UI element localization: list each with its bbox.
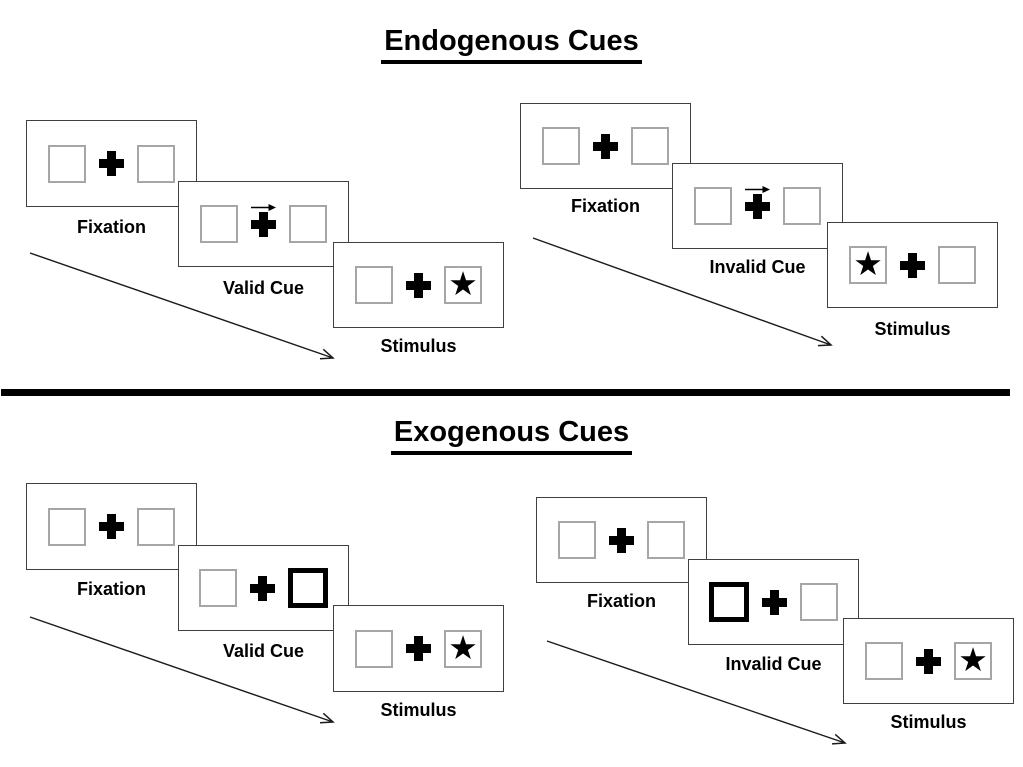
fixation-cross-icon bbox=[99, 514, 124, 539]
right-box bbox=[647, 521, 685, 559]
stimulus-label: Stimulus bbox=[380, 700, 457, 720]
invalid-cue-panel bbox=[688, 559, 859, 645]
fixation-cross-icon bbox=[406, 272, 431, 298]
stimulus-label: Stimulus bbox=[890, 712, 967, 732]
stimulus-panel: ★ bbox=[333, 242, 504, 328]
right-box bbox=[631, 127, 669, 165]
valid-cue-label: Valid Cue bbox=[222, 278, 305, 298]
left-box bbox=[199, 569, 237, 607]
fixation-panel bbox=[26, 120, 197, 207]
section-title-endogenous: Endogenous Cues bbox=[0, 25, 1023, 64]
left-box bbox=[200, 205, 238, 243]
fixation-label: Fixation bbox=[76, 217, 146, 237]
cue-arrow-right-icon bbox=[250, 203, 276, 211]
left-box: ★ bbox=[849, 246, 887, 284]
target-star-icon: ★ bbox=[853, 244, 883, 283]
valid-cue-panel bbox=[178, 181, 349, 267]
time-arrow bbox=[532, 237, 833, 347]
section-title-text: Exogenous Cues bbox=[390, 416, 633, 455]
stimulus-label: Stimulus bbox=[380, 336, 457, 356]
right-box bbox=[938, 246, 976, 284]
left-box bbox=[694, 187, 732, 225]
fixation-cross-icon bbox=[250, 203, 276, 237]
fixation-cross-icon bbox=[593, 133, 618, 159]
target-star-icon: ★ bbox=[448, 264, 478, 303]
left-box bbox=[48, 144, 86, 183]
right-box: ★ bbox=[444, 627, 482, 668]
left-box bbox=[558, 521, 596, 559]
invalid-cue-panel bbox=[672, 163, 843, 249]
right-box bbox=[783, 187, 821, 225]
left-box bbox=[355, 266, 393, 304]
time-arrow bbox=[29, 252, 335, 360]
fixation-panel bbox=[520, 103, 691, 189]
fixation-label: Fixation bbox=[570, 196, 640, 216]
target-star-icon: ★ bbox=[958, 640, 988, 679]
right-box: ★ bbox=[444, 266, 482, 304]
stimulus-panel: ★ bbox=[333, 605, 504, 692]
valid-cue-label: Valid Cue bbox=[222, 641, 305, 661]
brightened-left-box bbox=[709, 582, 749, 622]
fixation-cross-icon bbox=[99, 151, 124, 176]
fixation-cross-icon bbox=[406, 636, 431, 661]
fixation-cross-icon bbox=[762, 589, 787, 615]
fixation-panel bbox=[536, 497, 707, 583]
right-box: ★ bbox=[954, 642, 992, 680]
cue-arrow-right-icon bbox=[744, 185, 770, 193]
time-arrow bbox=[29, 616, 335, 724]
fixation-cross-icon bbox=[609, 527, 634, 553]
right-box bbox=[800, 583, 838, 621]
right-box bbox=[137, 507, 175, 546]
section-title-text: Endogenous Cues bbox=[381, 25, 642, 64]
right-box bbox=[137, 144, 175, 183]
brightened-right-box bbox=[288, 568, 328, 608]
stimulus-panel: ★ bbox=[843, 618, 1014, 704]
stimulus-label: Stimulus bbox=[874, 319, 951, 339]
invalid-cue-label: Invalid Cue bbox=[725, 654, 822, 674]
stimulus-panel: ★ bbox=[827, 222, 998, 308]
fixation-cross-icon bbox=[916, 648, 941, 674]
left-box bbox=[542, 127, 580, 165]
left-box bbox=[48, 507, 86, 546]
section-divider bbox=[1, 389, 1010, 396]
fixation-panel bbox=[26, 483, 197, 570]
time-arrow bbox=[546, 640, 847, 745]
left-box bbox=[355, 629, 393, 668]
fixation-cross-icon bbox=[250, 575, 275, 601]
fixation-label: Fixation bbox=[586, 591, 656, 611]
valid-cue-panel bbox=[178, 545, 349, 631]
target-star-icon: ★ bbox=[448, 627, 478, 667]
fixation-label: Fixation bbox=[76, 579, 146, 599]
right-box bbox=[289, 205, 327, 243]
section-title-exogenous: Exogenous Cues bbox=[0, 416, 1023, 455]
fixation-cross-icon bbox=[744, 185, 770, 219]
left-box bbox=[865, 642, 903, 680]
fixation-cross-icon bbox=[900, 252, 925, 278]
invalid-cue-label: Invalid Cue bbox=[709, 257, 806, 277]
